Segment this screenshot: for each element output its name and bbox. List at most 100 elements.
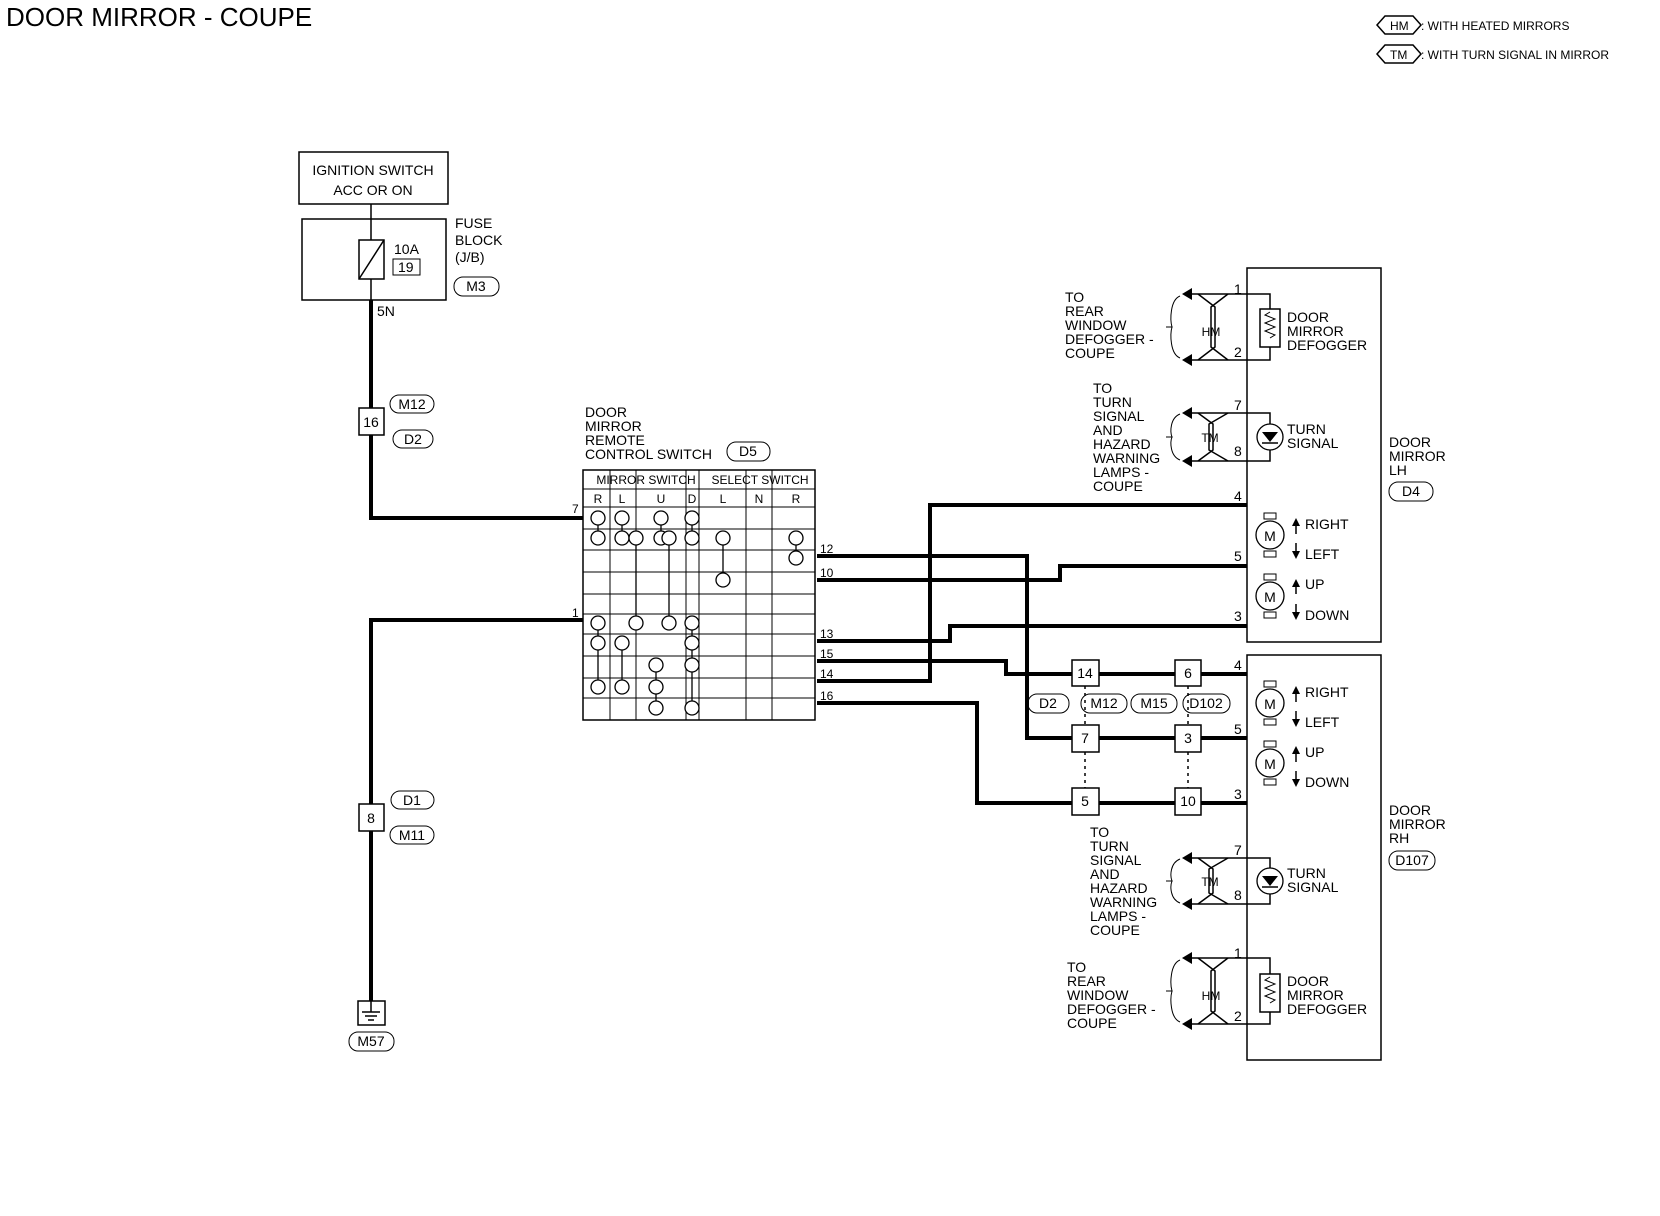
switch-contact — [684, 657, 700, 673]
ground: M57 — [348, 1000, 395, 1052]
rh-turn-note-7: LAMPS - — [1090, 908, 1146, 924]
rh-pin-7: 7 — [1234, 842, 1242, 858]
switch-contact — [684, 615, 700, 631]
lh-defog-note-2: REAR — [1065, 303, 1104, 319]
rh-label-1: DOOR — [1389, 802, 1431, 818]
rh-defogger-3: DEFOGGER — [1287, 1001, 1367, 1017]
remote-label-2: MIRROR — [585, 418, 642, 434]
legend-tm-text: : WITH TURN SIGNAL IN MIRROR — [1421, 48, 1609, 62]
rh-defog-note-1: TO — [1067, 959, 1086, 975]
remote-pin-10: 10 — [820, 566, 834, 580]
joint-conn-m15: M15 — [1140, 695, 1167, 711]
joint-8-conn-1: D1 — [403, 792, 421, 808]
lh-defogger-2: MIRROR — [1287, 323, 1344, 339]
ignition-label-1: IGNITION SWITCH — [312, 162, 433, 178]
rh-turn-1: TURN — [1287, 865, 1326, 881]
rh-motor-1: M — [1264, 696, 1276, 712]
joint-b-3: 3 — [1184, 730, 1192, 746]
rh-pin-4: 4 — [1234, 657, 1242, 673]
joint-16-conn-2: D2 — [404, 431, 422, 447]
rh-turn-note-2: TURN — [1090, 838, 1129, 854]
ignition-switch: IGNITION SWITCH ACC OR ON — [298, 151, 449, 205]
lh-defog-note-3: WINDOW — [1065, 317, 1127, 333]
switch-contact — [614, 530, 630, 546]
lh-up: UP — [1305, 576, 1324, 592]
col-r: R — [594, 492, 603, 506]
switch-contact — [661, 530, 677, 546]
fuse-amp: 10A — [394, 241, 420, 257]
joint-a-14: 14 — [1077, 665, 1093, 681]
lh-hm-tag: HM — [1202, 325, 1221, 339]
switch-contact — [653, 510, 669, 526]
legend-hm-code: HM — [1390, 19, 1409, 33]
fuse-wire-color: 5N — [377, 303, 395, 319]
lh-pin-3: 3 — [1234, 608, 1242, 624]
fuse-label-3: (J/B) — [455, 249, 485, 265]
rh-turn-note-6: WARNING — [1090, 894, 1157, 910]
lh-left: LEFT — [1305, 546, 1340, 562]
switch-contact — [715, 572, 731, 588]
joint-8-number: 8 — [367, 810, 375, 826]
remote-label-3: REMOTE — [585, 432, 645, 448]
joint-conn-m12: M12 — [1090, 695, 1117, 711]
lh-turn-1: TURN — [1287, 421, 1326, 437]
switch-contact — [614, 679, 630, 695]
rh-turn-note-3: SIGNAL — [1090, 852, 1142, 868]
rh-defogger-2: MIRROR — [1287, 987, 1344, 1003]
lh-tm-tag: TM — [1201, 431, 1218, 445]
remote-label-4: CONTROL SWITCH — [585, 446, 712, 462]
remote-label-1: DOOR — [585, 404, 627, 420]
joint-8-conn-2: M11 — [399, 827, 425, 843]
switch-contact — [628, 615, 644, 631]
lh-turn-note-1: TO — [1093, 380, 1112, 396]
joint-conn-d2: D2 — [1039, 695, 1057, 711]
joint-a-5: 5 — [1081, 793, 1089, 809]
lh-label-1: DOOR — [1389, 434, 1431, 450]
joint-connector-8: 8 D1 M11 — [358, 790, 435, 845]
select-switch-header: SELECT SWITCH — [711, 473, 808, 487]
switch-contact — [661, 615, 677, 631]
switch-contact — [590, 635, 606, 651]
remote-pin-13: 13 — [820, 627, 834, 641]
switch-contact — [684, 510, 700, 526]
switch-grid — [582, 469, 816, 721]
remote-pin-1: 1 — [572, 606, 579, 620]
lh-defogger-1: DOOR — [1287, 309, 1329, 325]
switch-contact — [614, 635, 630, 651]
rh-turn-note-4: AND — [1090, 866, 1120, 882]
rh-connector: D107 — [1395, 852, 1429, 868]
switch-contact — [590, 679, 606, 695]
joint-16-number: 16 — [363, 414, 379, 430]
rh-defog-note-4: DEFOGGER - — [1067, 1001, 1156, 1017]
rh-defog-note-2: REAR — [1067, 973, 1106, 989]
rh-label-2: MIRROR — [1389, 816, 1446, 832]
rh-pin-8: 8 — [1234, 887, 1242, 903]
lh-connector: D4 — [1402, 483, 1420, 499]
lh-down: DOWN — [1305, 607, 1349, 623]
page-title: DOOR MIRROR - COUPE — [6, 2, 312, 32]
rh-left: LEFT — [1305, 714, 1340, 730]
remote-control-switch: DOOR MIRROR REMOTE CONTROL SWITCH D5 MIR… — [572, 404, 834, 721]
rh-turn-2: SIGNAL — [1287, 879, 1339, 895]
rh-pin-3: 3 — [1234, 786, 1242, 802]
fuse-label-2: BLOCK — [455, 232, 503, 248]
col-d: D — [688, 492, 697, 506]
switch-contact — [590, 615, 606, 631]
lh-motor-1: M — [1264, 528, 1276, 544]
door-mirror-lh: DOOR MIRROR LH D4 HM 1 2 DOOR MIRROR DEF… — [1065, 267, 1446, 643]
rh-turn-note-8: COUPE — [1090, 922, 1140, 938]
switch-contact — [648, 679, 664, 695]
lh-turn-note-2: TURN — [1093, 394, 1132, 410]
rh-defog-note-5: COUPE — [1067, 1015, 1117, 1031]
fuse-block: 10A 19 FUSE BLOCK (J/B) M3 5N — [301, 215, 503, 319]
remote-connector: D5 — [739, 443, 757, 459]
lh-label-2: MIRROR — [1389, 448, 1446, 464]
joint-conn-d102: D102 — [1189, 695, 1223, 711]
lh-turn-note-4: AND — [1093, 422, 1123, 438]
col-sel-n: N — [755, 492, 764, 506]
rh-hm-tag: HM — [1202, 989, 1221, 1003]
lh-pin-7: 7 — [1234, 397, 1242, 413]
col-sel-l: L — [720, 492, 727, 506]
fuse-number: 19 — [398, 259, 414, 275]
